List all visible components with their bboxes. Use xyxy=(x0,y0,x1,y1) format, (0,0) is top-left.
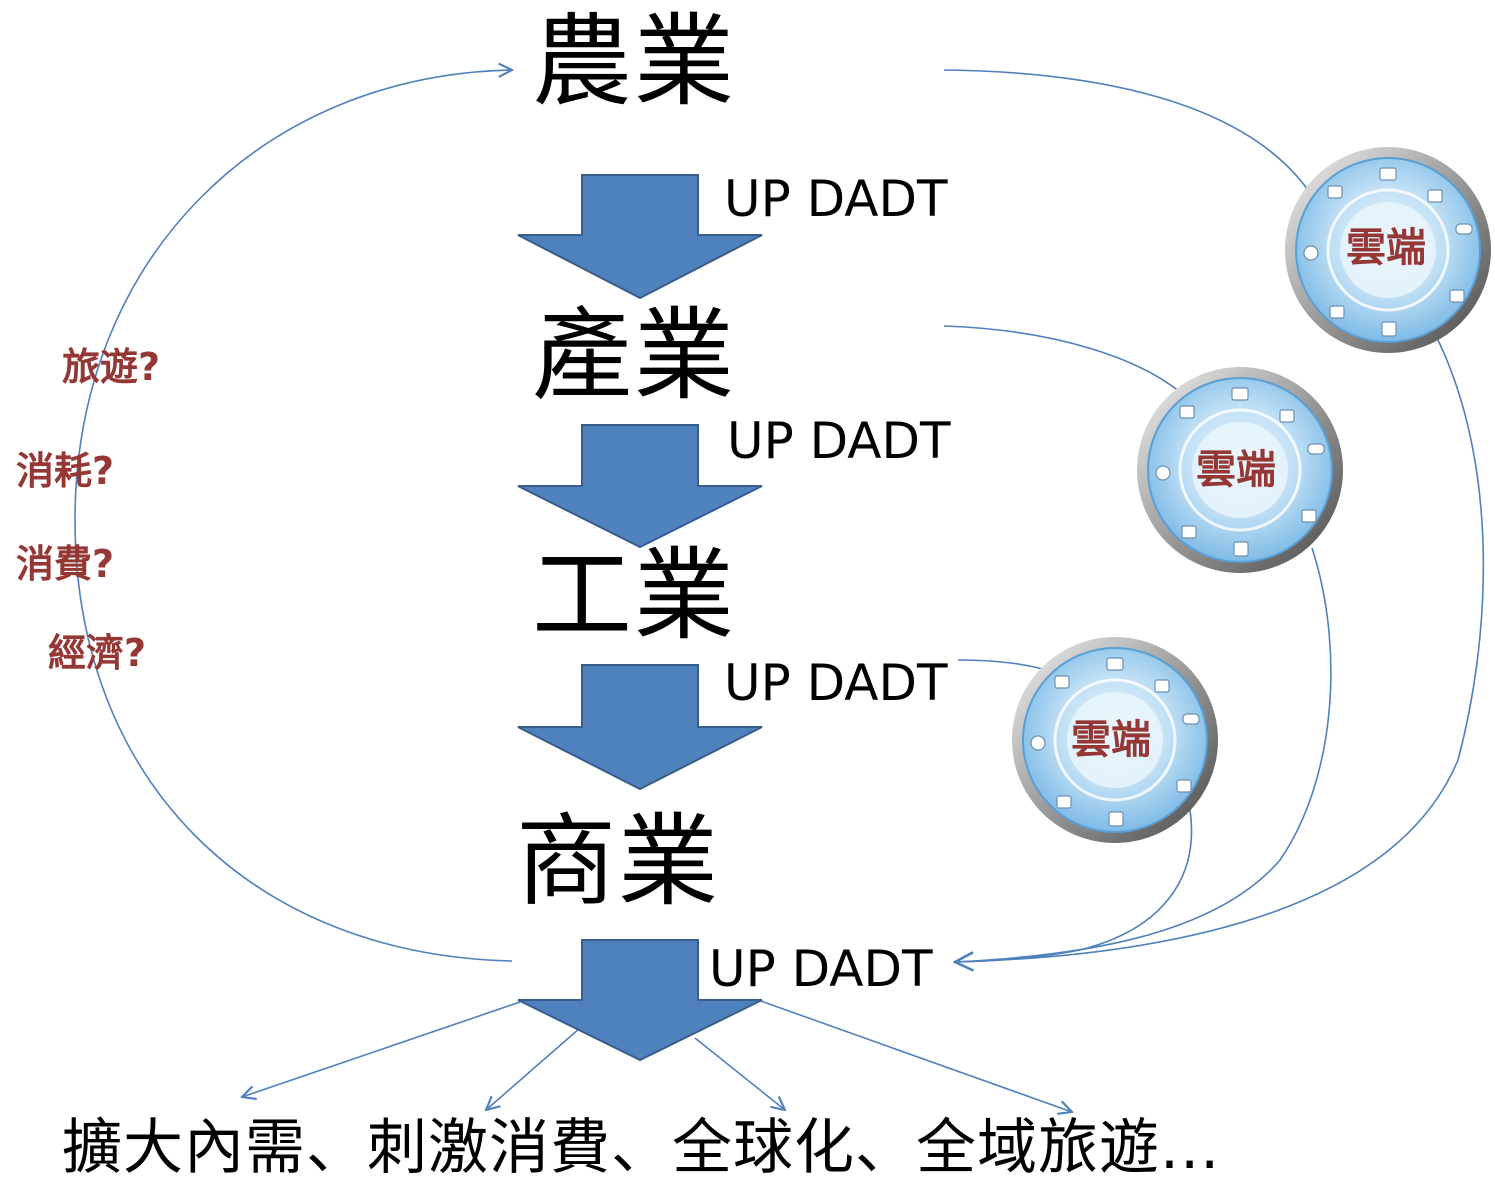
stage-industry: 工業 xyxy=(532,537,736,654)
cloud-connector-1 xyxy=(943,69,1309,191)
fan-arrow-4 xyxy=(757,999,1072,1112)
loop-curve xyxy=(74,70,512,962)
cloud-label-2: 雲端 xyxy=(1196,447,1276,493)
cloud-disc-3 xyxy=(1012,637,1218,843)
down-arrow-2 xyxy=(517,424,763,549)
question-consumption-wear: 消耗? xyxy=(16,449,115,493)
down-arrow-4 xyxy=(517,939,763,1062)
fan-arrow-1 xyxy=(242,1001,521,1097)
down-arrows xyxy=(517,174,763,1062)
cloud-return-3 xyxy=(954,809,1193,963)
down-arrow-1 xyxy=(517,174,763,300)
up-dadt-label-2: UP DADT xyxy=(727,412,951,470)
cloud-connector-3 xyxy=(957,659,1046,671)
stage-industry-production: 產業 xyxy=(532,297,736,414)
cloud-disc-1 xyxy=(1285,147,1491,353)
stage-commerce: 商業 xyxy=(516,803,720,920)
up-dadt-label-4: UP DADT xyxy=(709,940,933,998)
fan-arrow-3 xyxy=(694,1037,785,1110)
bottom-outcomes-text: 擴大內需、刺激消費、全球化、全域旅遊... xyxy=(62,1113,1221,1183)
question-economy: 經濟? xyxy=(48,631,147,675)
question-spending: 消費? xyxy=(16,542,115,586)
question-travel: 旅遊? xyxy=(62,345,161,389)
fan-arrow-2 xyxy=(486,1027,581,1110)
cloud-label-1: 雲端 xyxy=(1346,225,1426,271)
connector-lines xyxy=(74,69,1485,1112)
up-dadt-label-3: UP DADT xyxy=(724,654,948,712)
up-dadt-label-1: UP DADT xyxy=(724,170,948,228)
cloud-return-1 xyxy=(955,339,1485,962)
cloud-connector-2 xyxy=(943,325,1181,393)
cloud-label-3: 雲端 xyxy=(1071,717,1151,763)
stage-agriculture: 農業 xyxy=(532,3,736,120)
down-arrow-3 xyxy=(517,664,763,791)
cloud-disc-2 xyxy=(1137,367,1343,573)
